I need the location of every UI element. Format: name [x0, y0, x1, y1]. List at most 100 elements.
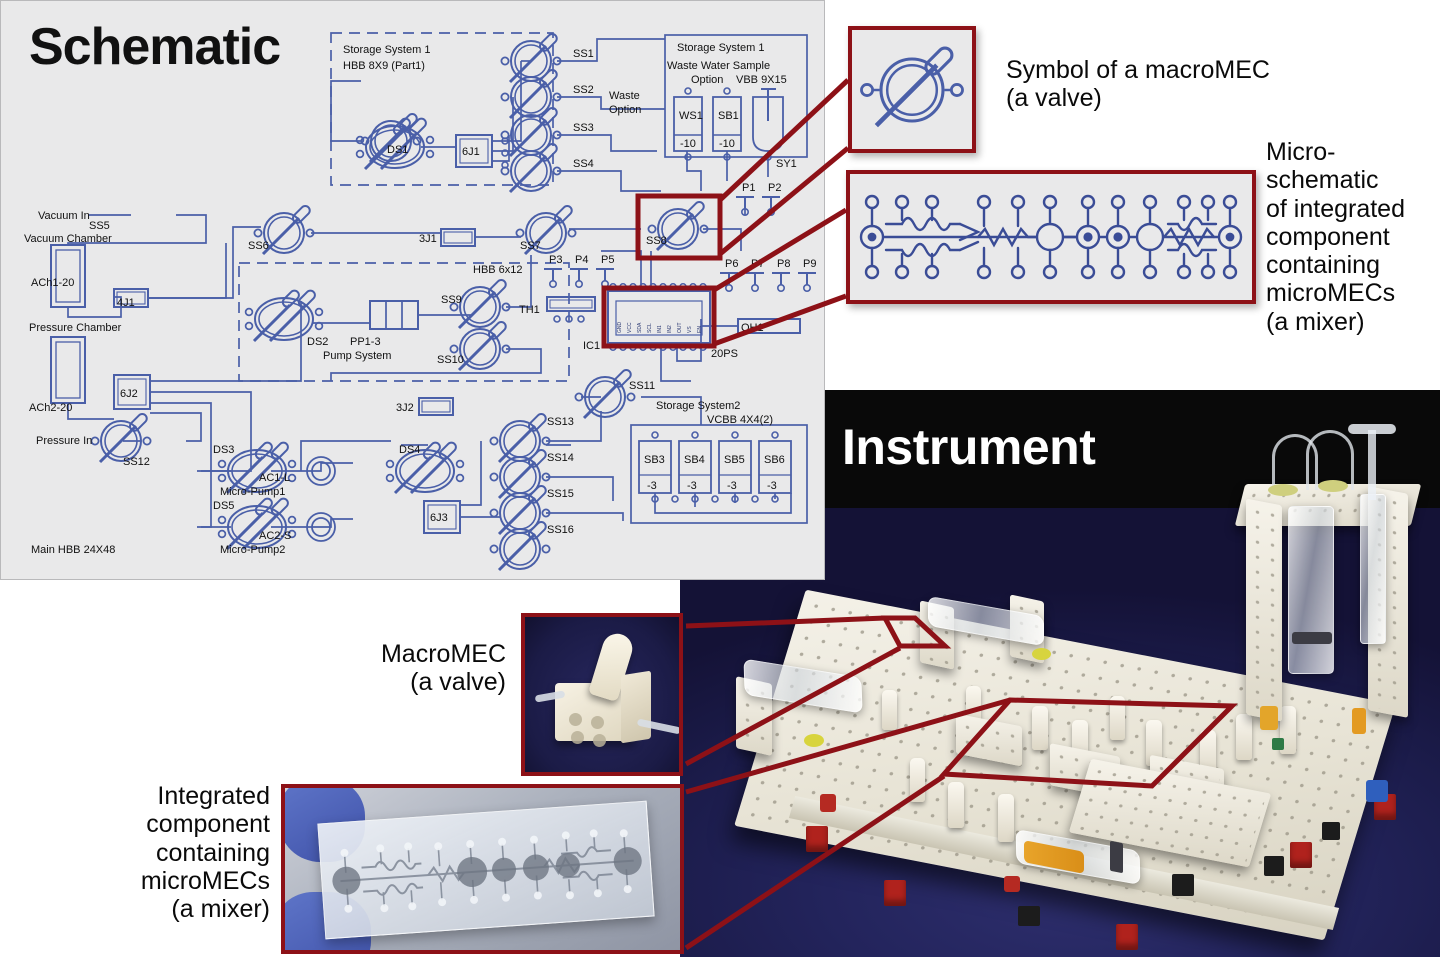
port-label-P3: P3	[549, 254, 562, 266]
svg-text:VS: VS	[687, 326, 693, 333]
micro-schematic-diagram	[859, 194, 1243, 280]
dual-valve-label-DS5: DS5	[213, 500, 234, 512]
io-label-pressure-in: Pressure In	[36, 435, 92, 447]
group-label-storage1-line2: HBB 8X9 (Part1)	[343, 60, 425, 72]
fitting-red	[1004, 876, 1020, 892]
peg	[1280, 706, 1296, 754]
caption-micro-schematic-line: schematic	[1266, 166, 1379, 195]
group-label-storage1-line1: Storage System 1	[343, 44, 430, 56]
fitting-orange	[1352, 708, 1366, 734]
port-label-P6: P6	[725, 258, 738, 270]
port-label-P7: P7	[751, 258, 764, 270]
bottle-value-SB5: -3	[727, 480, 737, 492]
valve-label-SS5: SS5	[89, 220, 110, 232]
caption-mixer-photo: Integrated component containing microMEC…	[92, 782, 270, 923]
graduated-cylinder	[1288, 506, 1334, 674]
instrument-title: Instrument	[842, 419, 1096, 475]
caption-mixer-line: microMECs	[140, 866, 270, 895]
label-QH1: QH1	[741, 322, 764, 334]
tower-column	[1246, 498, 1282, 722]
valve-label-SS2: SS2	[573, 84, 594, 96]
junction-label-6J3: 6J3	[430, 512, 448, 524]
syringe-plunger-flange	[1348, 424, 1396, 434]
fitting-yellow	[1318, 480, 1348, 492]
valve-label-SS4: SS4	[573, 158, 594, 170]
caption-valve-symbol: Symbol of a macroMEC (a valve)	[1006, 56, 1270, 113]
caption-macromec-photo: MacroMEC (a valve)	[310, 640, 506, 697]
dual-valve-group	[217, 115, 465, 551]
port-label-P1: P1	[742, 182, 755, 194]
slide-channels	[332, 829, 642, 913]
label-TH1: TH1	[519, 304, 540, 316]
io-label-ach1: ACh1-20	[31, 277, 74, 289]
caption-micro-schematic-line: component	[1266, 222, 1390, 251]
valve-label-SS11: SS11	[629, 380, 655, 392]
valve-label-SS16: SS16	[547, 524, 574, 536]
micropump-label-1: Micro-Pump1	[220, 486, 285, 498]
caption-micro-schematic-line: Micro-	[1266, 138, 1336, 166]
group-label-storage1b-line4: VBB 9X15	[736, 74, 787, 86]
schematic-diagram: Storage System 1 HBB 8X9 (Part1) Storage…	[24, 30, 817, 572]
valve-label-SS1: SS1	[573, 48, 594, 60]
valve-port-hole	[571, 731, 584, 744]
group-label-pump-line2: Pump System	[323, 350, 391, 362]
group-label-pump-line1: HBB 6x12	[473, 264, 523, 276]
caption-micro-schematic: Micro- schematic of integrated component…	[1266, 138, 1405, 336]
macromec-symbol-icon	[860, 46, 964, 128]
bottle-label-SB1: SB1	[718, 110, 739, 122]
fitting-green	[1272, 738, 1284, 750]
syringe-plunger	[1110, 840, 1123, 874]
bottle-label-SB3: SB3	[644, 454, 665, 466]
svg-text:IN2: IN2	[667, 325, 673, 333]
junction-label-3J1: 3J1	[419, 233, 437, 245]
caption-mixer-line: containing	[156, 838, 270, 867]
io-label-pressure-chamber: Pressure Chamber	[29, 322, 122, 334]
black-clip	[1172, 874, 1194, 896]
cylinder-plunger	[1292, 632, 1332, 644]
black-clip	[1264, 856, 1284, 876]
micropump-label-2: Micro-Pump2	[220, 544, 285, 556]
bottle-label-SB6: SB6	[764, 454, 785, 466]
valve-label-SS12: SS12	[123, 456, 150, 468]
schematic-title: Schematic	[29, 18, 281, 76]
photo-macromec-valve	[521, 613, 683, 776]
bottle-value-SB6: -3	[767, 480, 777, 492]
dual-valve-label-DS1: DS1	[387, 144, 408, 156]
base-foot	[1290, 842, 1312, 868]
port-label-P4: P4	[575, 254, 588, 266]
syringe-plunger-rod	[1368, 430, 1376, 500]
junction-label-6J1: 6J1	[462, 146, 480, 158]
svg-text:SCL: SCL	[647, 323, 653, 333]
peg	[882, 690, 897, 730]
peg	[998, 794, 1014, 842]
dual-valve-label-DS3: DS3	[213, 444, 234, 456]
caption-macromec-line2: (a valve)	[410, 668, 506, 697]
junction-label-4J1: 4J1	[117, 297, 135, 309]
bottle-label-SB4: SB4	[684, 454, 705, 466]
caption-mixer-line: (a mixer)	[171, 895, 270, 923]
label-SY1: SY1	[776, 158, 797, 170]
valve-side-wall	[621, 670, 651, 744]
tubing-arc	[1306, 430, 1354, 490]
pump-label-PP1-3: PP1-3	[350, 336, 381, 348]
photo-integrated-mixer	[281, 784, 684, 954]
group-label-storage2-line2: VCBB 4X4(2)	[707, 414, 773, 426]
svg-text:OUT: OUT	[677, 322, 683, 333]
fitting-yellow	[1268, 484, 1298, 496]
port-label-P9: P9	[803, 258, 816, 270]
label-20PS: 20PS	[711, 348, 738, 360]
port-label-P5: P5	[601, 254, 614, 266]
label-IC1: IC1	[583, 340, 600, 352]
port-label-P2: P2	[768, 182, 781, 194]
svg-text:EN: EN	[697, 326, 703, 333]
valve-label-SS10: SS10	[437, 354, 464, 366]
caption-micro-schematic-line: containing	[1266, 251, 1380, 279]
micropump-label-AC1-L: AC1-L	[259, 472, 290, 484]
dual-valve-label-DS4: DS4	[399, 444, 420, 456]
callout-valve-symbol	[848, 26, 976, 153]
bottle-value-WS1: -10	[680, 138, 696, 150]
bottle-value-SB1: -10	[719, 138, 735, 150]
dual-valve-label-DS2: DS2	[307, 336, 328, 348]
io-label-ach2: ACh2-20	[29, 402, 72, 414]
